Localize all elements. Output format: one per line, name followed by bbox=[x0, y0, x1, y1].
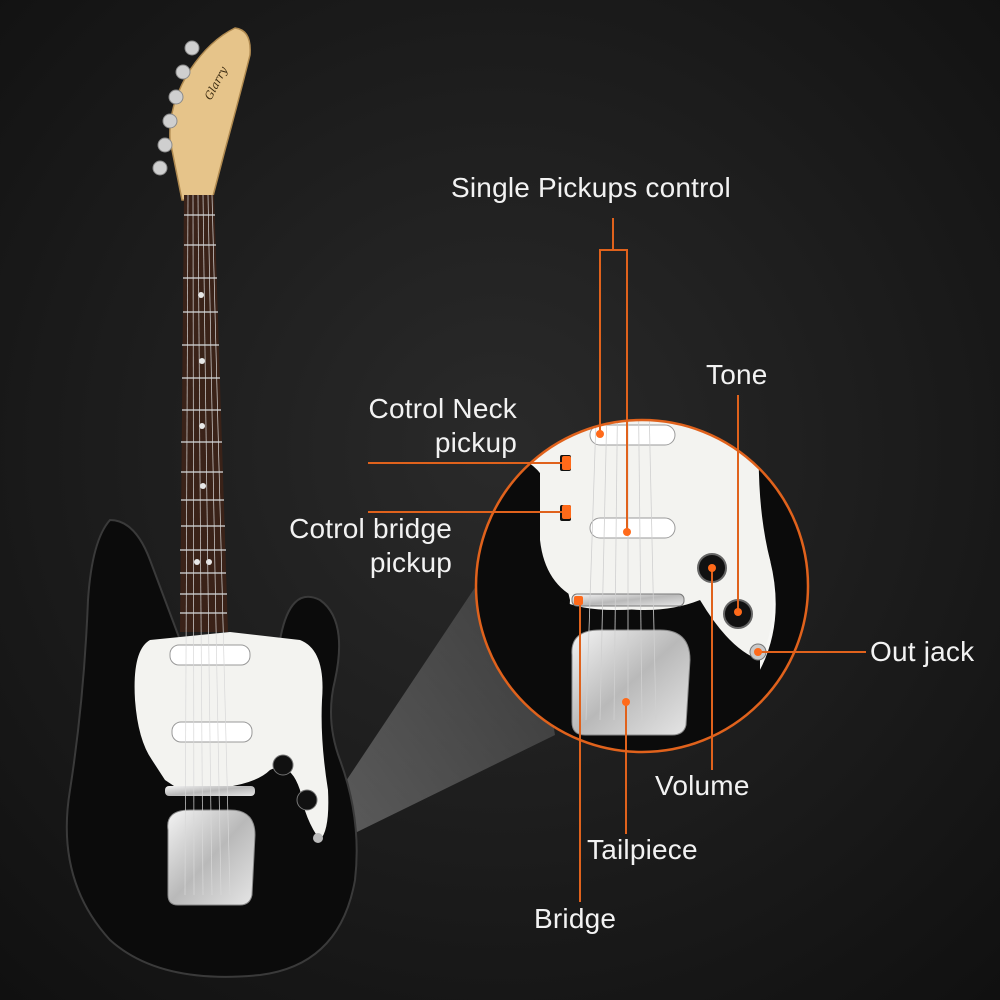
label-bridge-pickup: Cotrol bridge pickup bbox=[270, 512, 452, 580]
label-tailpiece: Tailpiece bbox=[587, 834, 698, 865]
jack-small bbox=[313, 833, 323, 843]
bridge-pickup bbox=[171, 721, 253, 743]
fretboard bbox=[180, 195, 228, 632]
label-bridge-pickup-line2: pickup bbox=[369, 547, 452, 578]
strings bbox=[184, 194, 231, 896]
label-volume: Volume bbox=[655, 770, 750, 801]
label-bridge-pickup-line1: Cotrol bridge bbox=[289, 513, 452, 544]
tone-knob-small bbox=[296, 789, 318, 811]
label-tone: Tone bbox=[706, 359, 768, 390]
bridge-small bbox=[165, 786, 255, 796]
markers bbox=[562, 430, 762, 706]
tuners bbox=[152, 40, 200, 176]
neck-pickup bbox=[169, 644, 251, 666]
frets bbox=[180, 214, 227, 614]
label-bridge: Bridge bbox=[534, 903, 617, 934]
label-single-pickups-control: Single Pickups control bbox=[451, 172, 731, 203]
label-out-jack: Out jack bbox=[870, 636, 975, 667]
label-neck-pickup: Cotrol Neck pickup bbox=[330, 392, 517, 460]
label-neck-pickup-line1: Cotrol Neck bbox=[368, 393, 517, 424]
leader-lines bbox=[368, 218, 866, 902]
guitar-full bbox=[65, 27, 358, 978]
label-neck-pickup-line2: pickup bbox=[434, 427, 517, 458]
volume-knob-small bbox=[272, 754, 294, 776]
